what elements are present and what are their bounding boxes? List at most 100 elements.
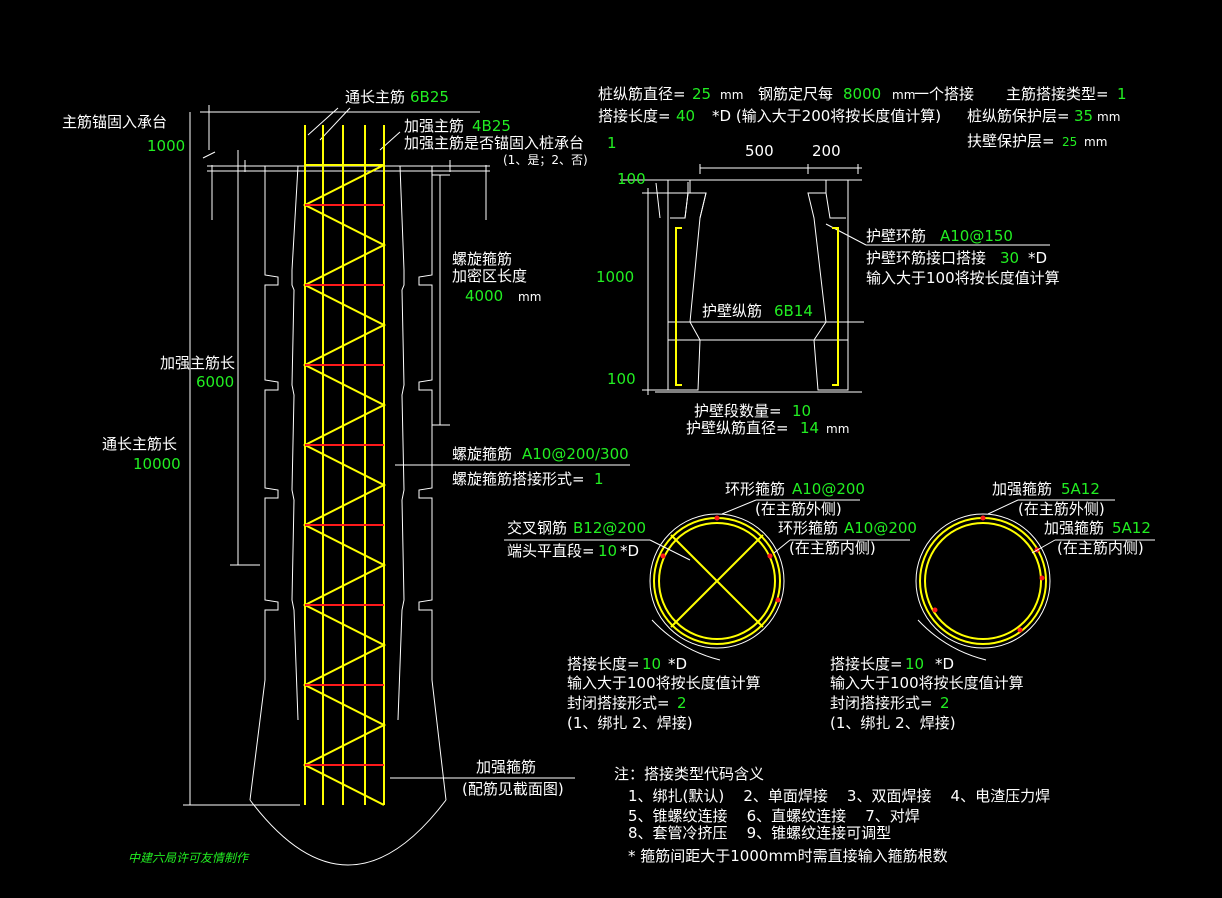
sec1-close-label: 封闭搭接形式=	[567, 694, 670, 712]
wall-long-label: 护壁纵筋	[702, 302, 762, 320]
sec1-ring-in-label: 环形箍筋	[778, 519, 838, 537]
spiral-lap-label: 螺旋箍筋搭接形式=	[452, 470, 585, 488]
through-length-label: 通长主筋长	[102, 435, 177, 453]
wall-ring-lap-value: 30	[1000, 249, 1019, 267]
lap-type-label: 主筋搭接类型=	[1006, 85, 1109, 103]
sec2-lap-value: 10	[905, 655, 924, 673]
lap-length-value: 40	[676, 107, 695, 125]
notes-line4: * 箍筋间距大于1000mm时需直接输入箍筋根数	[628, 847, 948, 865]
dim-500: 500	[745, 142, 774, 160]
wall-ring-label: 护壁环筋	[866, 227, 926, 245]
sec2-lap-unit: *D	[935, 655, 954, 673]
diameter-value: 25	[692, 85, 711, 103]
spiral-dense-unit: mm	[518, 290, 541, 304]
sec1-end-unit: *D	[620, 542, 639, 560]
notes-line1: 1、绑扎(默认) 2、单面焊接 3、双面焊接 4、电渣压力焊	[628, 787, 1050, 805]
sec1-ring-in-hint: (在主筋内侧)	[789, 539, 876, 557]
sec1-lap-value: 10	[642, 655, 661, 673]
cover-value: 35	[1074, 107, 1093, 125]
dim-100-bottom: 100	[607, 370, 636, 388]
wall-ring-lap-label: 护壁环筋接口搭接	[866, 249, 986, 267]
fixed-length-value: 8000	[843, 85, 881, 103]
sec2-hoop-in-value: 5A12	[1112, 519, 1151, 537]
sec1-ring-out-value: A10@200	[792, 480, 865, 498]
wall-ring-lap-hint: 输入大于100将按长度值计算	[866, 269, 1060, 287]
sec2-close-hint: (1、绑扎 2、焊接)	[830, 714, 956, 732]
wall-ring-lap-unit: *D	[1028, 249, 1047, 267]
reinforcing-hoops	[305, 204, 384, 766]
credit-text: 中建六局许可友情制作	[128, 851, 250, 865]
section2-circle	[915, 513, 1051, 649]
wall-cover-unit: mm	[1084, 135, 1107, 149]
anchor-question-label: 加强主筋是否锚固入桩承台	[404, 134, 584, 152]
anchor-label: 主筋锚固入承台	[62, 113, 167, 131]
spiral-dense-value: 4000	[465, 287, 503, 305]
dim-1000: 1000	[596, 268, 634, 286]
anchor-question-value: 1	[607, 134, 617, 152]
lap-type-value: 1	[1117, 85, 1127, 103]
wall-cover-label: 扶壁保护层=	[967, 132, 1055, 150]
wall-long-dia-unit: mm	[826, 422, 849, 436]
wall-rebars	[675, 227, 839, 386]
sec1-close-hint: (1、绑扎 2、焊接)	[567, 714, 693, 732]
spiral-stirrup	[302, 164, 387, 806]
spiral-label: 螺旋箍筋	[452, 445, 512, 463]
sec1-ring-out-label: 环形箍筋	[725, 480, 785, 498]
fixed-length-suffix: 一个搭接	[914, 85, 974, 103]
wall-long-dia-value: 14	[800, 419, 819, 437]
wall-ring-value: A10@150	[940, 227, 1013, 245]
notes-title: 注：搭接类型代码含义	[614, 765, 764, 783]
spiral-lap-value: 1	[594, 470, 604, 488]
sec2-lap-label: 搭接长度=	[830, 655, 903, 673]
lap-length-label: 搭接长度=	[598, 107, 671, 125]
sec2-close-label: 封闭搭接形式=	[830, 694, 933, 712]
wall-long-dia-label: 护壁纵筋直径=	[686, 419, 789, 437]
hoop-hint: (配筋见截面图)	[462, 780, 564, 798]
sec2-hoop-out-hint: (在主筋外侧)	[1018, 500, 1105, 518]
notes-line3: 8、套管冷挤压 9、锥螺纹连接可调型	[628, 824, 891, 842]
sec2-hoop-out-value: 5A12	[1061, 480, 1100, 498]
wall-cover-value: 25	[1062, 135, 1077, 149]
reinf-length-value: 6000	[196, 373, 234, 391]
sec2-lap-hint: 输入大于100将按长度值计算	[830, 674, 1024, 692]
sec1-cross-value: B12@200	[573, 519, 646, 537]
sec1-close-value: 2	[677, 694, 687, 712]
sec1-ring-in-value: A10@200	[844, 519, 917, 537]
reinf-length-label: 加强主筋长	[160, 354, 235, 372]
sec2-close-value: 2	[940, 694, 950, 712]
through-length-value: 10000	[133, 455, 181, 473]
diameter-label: 桩纵筋直径=	[598, 85, 686, 103]
lap-length-hint: *D (输入大于200将按长度值计算)	[712, 107, 941, 125]
through-bar-label: 通长主筋	[345, 88, 405, 106]
spiral-dense-line1: 螺旋箍筋	[452, 250, 512, 268]
reinf-bar-value: 4B25	[472, 117, 511, 135]
sec1-end-value: 10	[598, 542, 617, 560]
section2-leaders	[917, 499, 1155, 661]
reinf-bar-label: 加强主筋	[404, 117, 464, 135]
anchor-question-hint: (1、是；2、否)	[503, 153, 588, 167]
sec2-hoop-out-label: 加强箍筋	[992, 480, 1052, 498]
hoop-label: 加强箍筋	[476, 758, 536, 776]
diameter-unit: mm	[720, 88, 743, 102]
wall-long-value: 6B14	[774, 302, 813, 320]
sec1-end-label: 端头平直段=	[507, 542, 595, 560]
cover-label: 桩纵筋保护层=	[967, 107, 1070, 125]
wall-seg-label: 护壁段数量=	[694, 402, 782, 420]
pile-dimension-lines	[183, 105, 630, 806]
sec1-cross-label: 交叉钢筋	[507, 519, 567, 537]
fixed-length-label: 钢筋定尺每	[758, 85, 833, 103]
sec2-hoop-in-label: 加强箍筋	[1044, 519, 1104, 537]
wall-section-outline	[620, 164, 1050, 395]
sec1-ring-out-hint: (在主筋外侧)	[755, 500, 842, 518]
through-bar-value: 6B25	[410, 88, 449, 106]
dim-100-top: 100	[617, 170, 646, 188]
section1-circle	[649, 513, 785, 649]
sec2-hoop-in-hint: (在主筋内侧)	[1057, 539, 1144, 557]
pile-outline	[207, 160, 490, 866]
sec1-lap-label: 搭接长度=	[567, 655, 640, 673]
notes-line2: 5、锥螺纹连接 6、直螺纹连接 7、对焊	[628, 807, 920, 825]
spiral-dense-line2: 加密区长度	[452, 267, 527, 285]
cover-unit: mm	[1097, 110, 1120, 124]
sec1-lap-hint: 输入大于100将按长度值计算	[567, 674, 761, 692]
